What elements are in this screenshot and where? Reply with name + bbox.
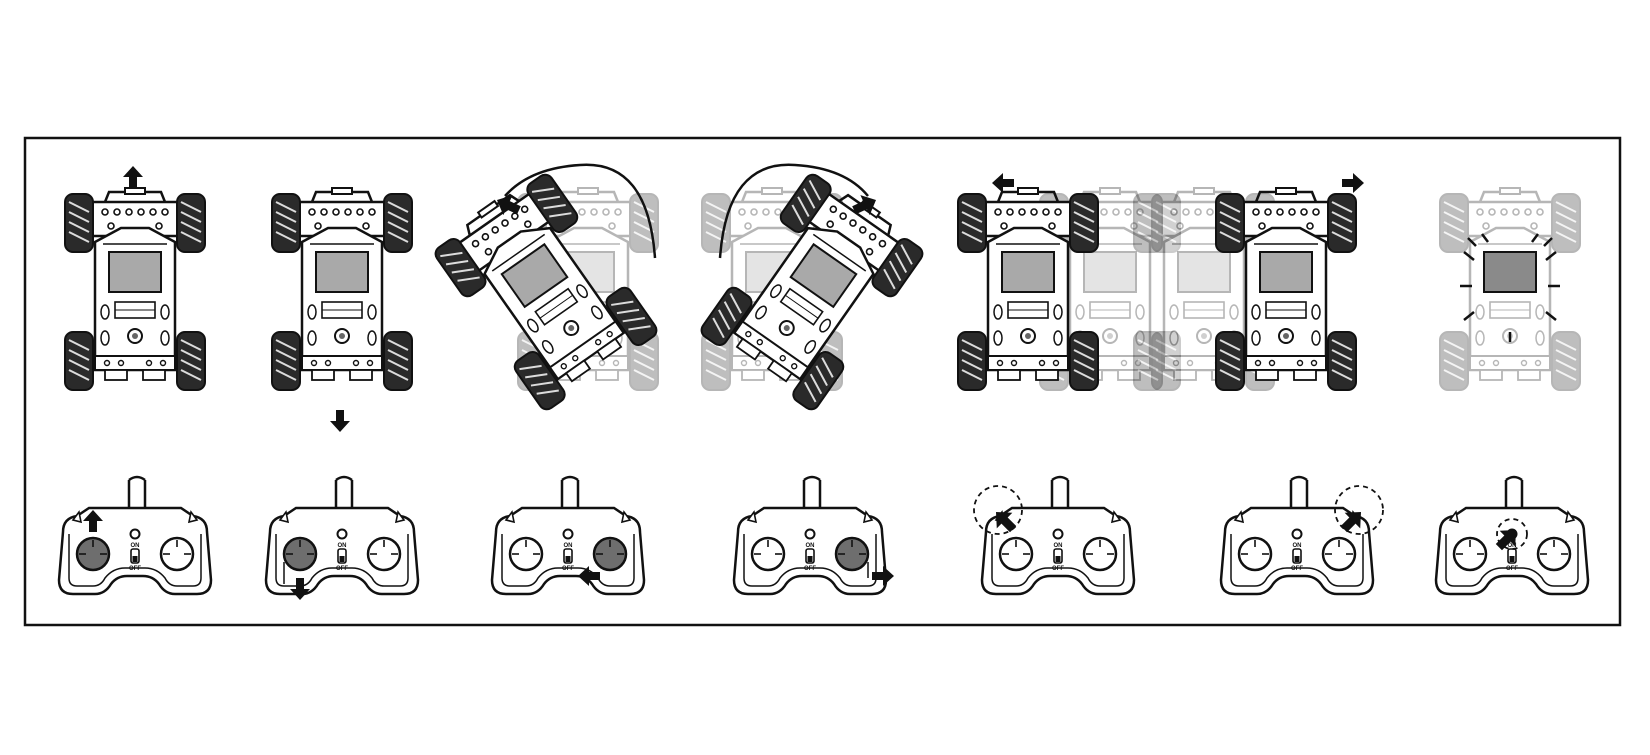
left-joystick [75, 536, 111, 572]
panels-group: ON OFF ON OFF ON OFF ON OFF ON OFF ON OFF ON OFF [57, 163, 1590, 600]
off-label: OFF [336, 566, 348, 572]
off-label: OFF [1052, 566, 1064, 572]
right-joystick [834, 536, 870, 572]
light-button [336, 528, 348, 540]
highlight-circle [1496, 518, 1528, 550]
car-illustration-rotate-right [697, 163, 931, 414]
panel-rotate-left: ON OFF [427, 163, 661, 596]
light-ray [1545, 311, 1557, 321]
right-joystick [592, 536, 628, 572]
light-ray [1467, 237, 1477, 247]
controller-rotate-right: ON OFF [732, 475, 894, 596]
light-button [129, 528, 141, 540]
highlight-circle [973, 485, 1023, 535]
on-label: ON [131, 543, 140, 549]
on-label: ON [806, 543, 815, 549]
on-label: ON [338, 543, 347, 549]
off-label: OFF [129, 566, 141, 572]
left-joystick [750, 536, 786, 572]
light-ray [1463, 251, 1475, 261]
light-button [562, 528, 574, 540]
off-label: OFF [562, 566, 574, 572]
power-switch-knob [1509, 556, 1515, 562]
right-joystick [1321, 536, 1357, 572]
right-joystick [159, 536, 195, 572]
on-label: ON [1054, 543, 1063, 549]
controller-forward: ON OFF [57, 475, 213, 596]
left-joystick [508, 536, 544, 572]
left-joystick [282, 536, 318, 572]
controller-strafe-left: ON OFF [973, 475, 1136, 596]
controller-backward: ON OFF [264, 475, 420, 600]
controller-lights: ON OFF [1434, 475, 1590, 596]
off-label: OFF [804, 566, 816, 572]
on-label: ON [564, 543, 573, 549]
on-label: ON [1293, 543, 1302, 549]
panel-rotate-right: ON OFF [697, 163, 931, 596]
light-ray [1481, 233, 1489, 243]
rotation-arc [718, 163, 869, 259]
light-ray [1545, 251, 1557, 261]
rotation-arc [504, 163, 657, 259]
controller-rotate-left: ON OFF [490, 475, 646, 596]
light-ray [1463, 311, 1475, 321]
right-joystick [366, 536, 402, 572]
left-joystick [998, 536, 1034, 572]
light-ray [1543, 237, 1553, 247]
panel-backward: ON OFF [264, 186, 420, 600]
power-switch-knob [1294, 556, 1300, 562]
right-joystick [1536, 536, 1572, 572]
right-joystick [1082, 536, 1118, 572]
power-switch-knob [807, 556, 813, 562]
panel-strafe-right: ON OFF [1132, 173, 1384, 596]
panel-strafe-left: ON OFF [956, 173, 1182, 596]
light-ray [1531, 233, 1539, 243]
panel-forward: ON OFF [57, 166, 213, 596]
on-label: ON [1508, 543, 1517, 549]
left-joystick [1237, 536, 1273, 572]
panel-lights: ON OFF [1434, 186, 1590, 596]
light-button [804, 528, 816, 540]
car-illustration-rotate-left [427, 163, 661, 414]
car-illustration-lights [1438, 186, 1582, 392]
power-switch-knob [132, 556, 138, 562]
off-label: OFF [1291, 566, 1303, 572]
power-switch-knob [565, 556, 571, 562]
left-joystick [1452, 536, 1488, 572]
lit-window [1483, 251, 1537, 293]
power-switch-knob [339, 556, 345, 562]
controller-strafe-right: ON OFF [1219, 475, 1384, 596]
highlight-circle [1334, 485, 1384, 535]
light-button [1291, 528, 1303, 540]
power-switch-knob [1055, 556, 1061, 562]
off-label: OFF [1506, 566, 1518, 572]
light-button [1052, 528, 1064, 540]
